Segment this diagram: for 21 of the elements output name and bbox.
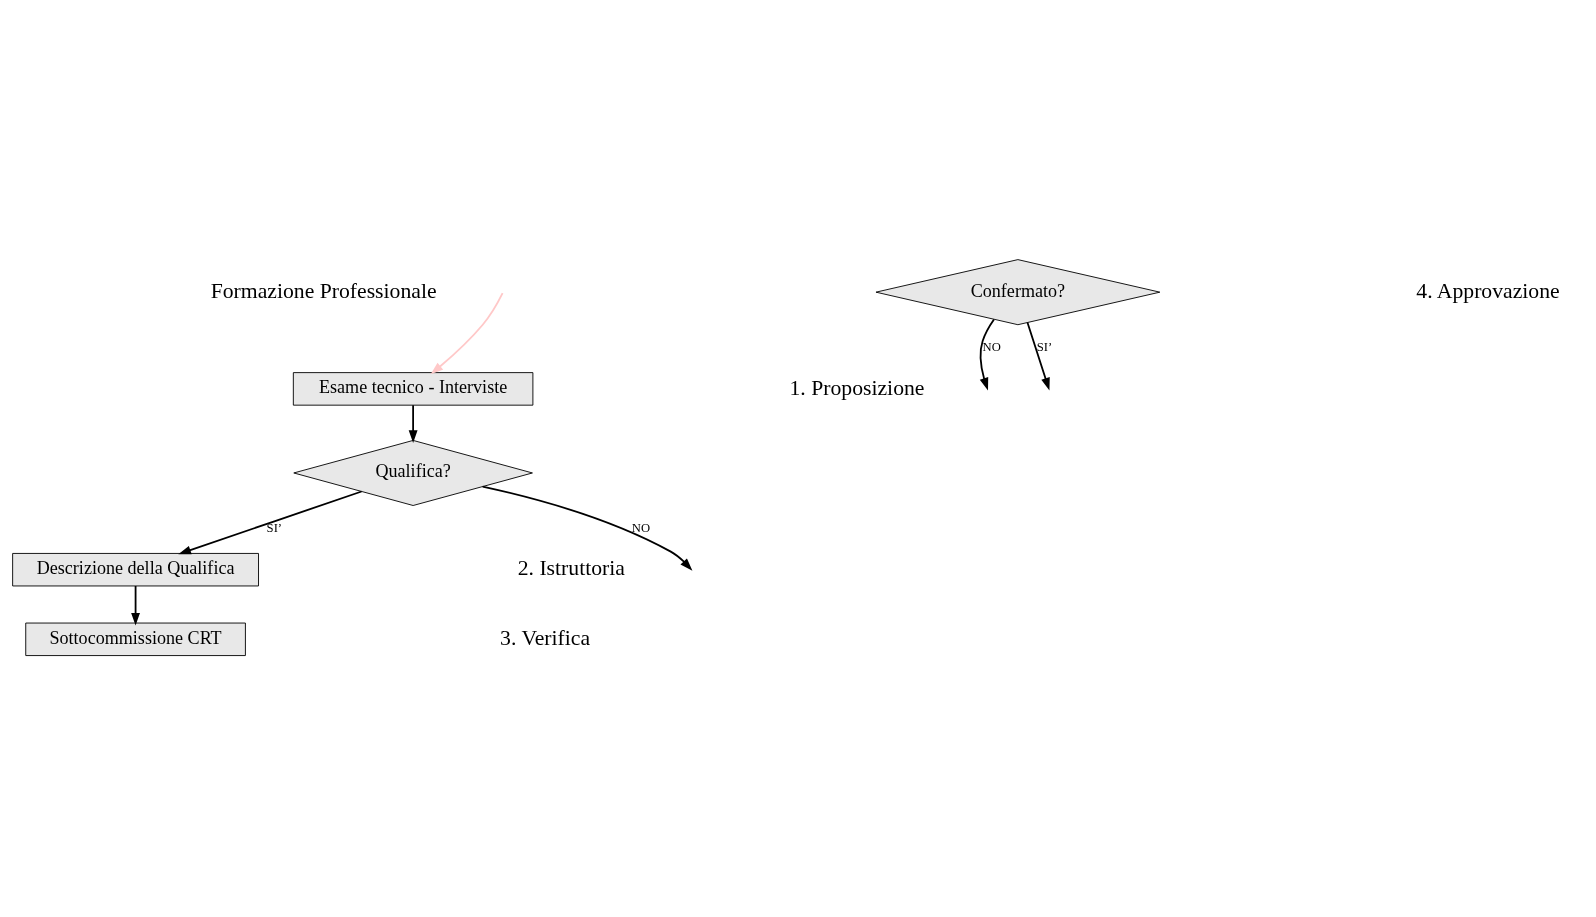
node-box: Esame tecnico - Interviste [292,372,534,406]
edge-label: SI’ [266,520,283,535]
node-diamond: Qualifica? [293,439,533,506]
label: Formazione Professionale [210,278,437,303]
node-diamond: Confermato? [875,259,1161,326]
arrow [178,490,363,555]
arrow [979,318,995,391]
label: 1. Proposizione [789,375,925,400]
label: 3. Verifica [500,625,591,650]
edge-label: NO [982,340,1001,355]
node-box: Sottocommissione CRT [25,622,246,657]
edge-label: SI’ [1036,340,1053,355]
arrow [131,585,140,626]
label: 2. Istruttoria [517,556,625,581]
arrow [430,292,504,375]
node-box: Descrizione della Qualifica [12,552,259,587]
arrow [481,485,693,571]
label: 4. Approvazione [1416,278,1560,303]
arrow [1026,321,1050,391]
edge-label: NO [631,520,651,535]
arrow [408,404,418,444]
